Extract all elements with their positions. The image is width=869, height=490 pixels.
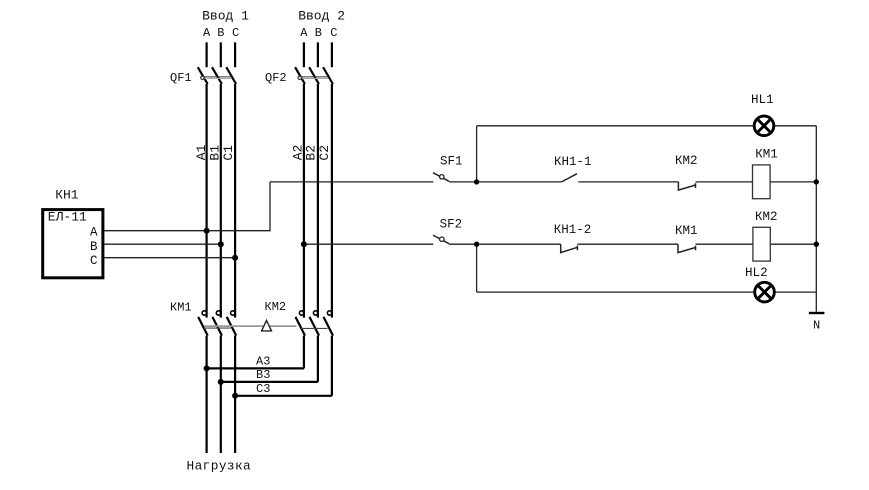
svg-text:SF2: SF2 (440, 217, 463, 231)
svg-text:КМ2: КМ2 (675, 154, 698, 168)
svg-text:КМ2: КМ2 (265, 300, 287, 314)
svg-text:С1: С1 (221, 145, 236, 161)
svg-text:С: С (90, 254, 98, 268)
svg-text:QF2: QF2 (265, 71, 287, 85)
svg-text:С: С (330, 26, 337, 40)
svg-text:КМ2: КМ2 (755, 210, 778, 224)
svg-text:HL2: HL2 (745, 266, 768, 280)
svg-text:Нагрузка: Нагрузка (187, 459, 252, 474)
svg-text:В2: В2 (303, 145, 318, 161)
svg-text:КМ1: КМ1 (755, 148, 778, 162)
svg-text:Ввод 1: Ввод 1 (202, 9, 249, 24)
svg-text:А2: А2 (291, 145, 306, 161)
svg-text:КН1-1: КН1-1 (554, 155, 592, 169)
svg-text:QF1: QF1 (170, 71, 192, 85)
svg-text:В: В (315, 26, 322, 40)
svg-text:ЕЛ-11: ЕЛ-11 (48, 210, 87, 225)
svg-text:N: N (813, 319, 820, 333)
svg-text:С: С (232, 26, 239, 40)
svg-text:А: А (300, 26, 308, 40)
svg-text:А1: А1 (194, 144, 209, 160)
svg-text:В: В (217, 26, 224, 40)
svg-text:В: В (90, 240, 98, 254)
svg-text:КН1: КН1 (55, 188, 79, 203)
svg-text:В1: В1 (208, 145, 223, 161)
svg-text:А: А (203, 26, 211, 40)
svg-text:В3: В3 (256, 368, 270, 382)
svg-text:SF1: SF1 (440, 154, 463, 168)
svg-text:А: А (90, 226, 98, 240)
svg-text:С2: С2 (317, 145, 332, 161)
svg-text:А3: А3 (256, 355, 270, 369)
svg-text:КМ1: КМ1 (675, 224, 698, 238)
svg-text:КН1-2: КН1-2 (554, 223, 592, 237)
svg-text:КМ1: КМ1 (170, 301, 192, 315)
svg-text:С3: С3 (256, 382, 270, 396)
svg-text:Ввод 2: Ввод 2 (298, 9, 345, 24)
svg-text:HL1: HL1 (751, 93, 774, 107)
